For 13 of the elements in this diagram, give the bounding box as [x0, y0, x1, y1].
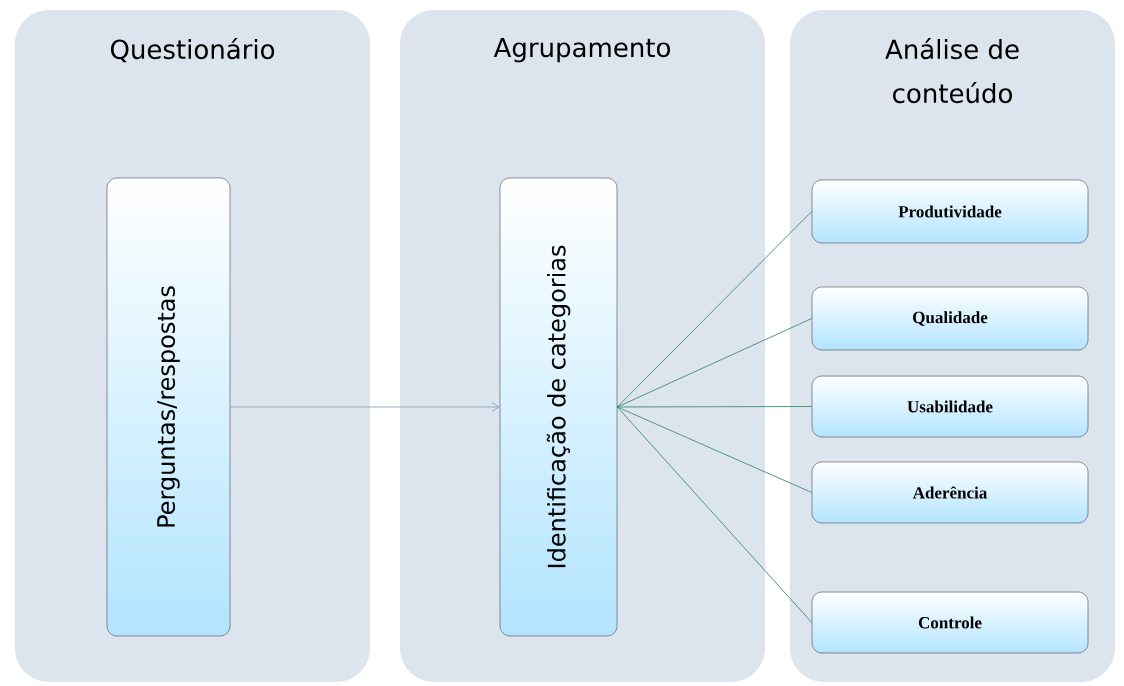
category-box: Usabilidade [811, 375, 1089, 438]
connector-line [616, 406, 813, 623]
process-box: Identificação de categorias [499, 177, 618, 637]
process-box: Perguntas/respostas [106, 177, 231, 637]
category-box: Aderência [811, 461, 1089, 524]
connector-line [616, 318, 813, 408]
category-box: Qualidade [811, 286, 1089, 351]
connector-line [616, 406, 813, 493]
arrow [229, 402, 500, 412]
category-box: Controle [811, 591, 1089, 654]
connector-line [616, 406, 813, 408]
category-box: Produtividade [811, 179, 1089, 244]
connector-line [616, 211, 813, 408]
